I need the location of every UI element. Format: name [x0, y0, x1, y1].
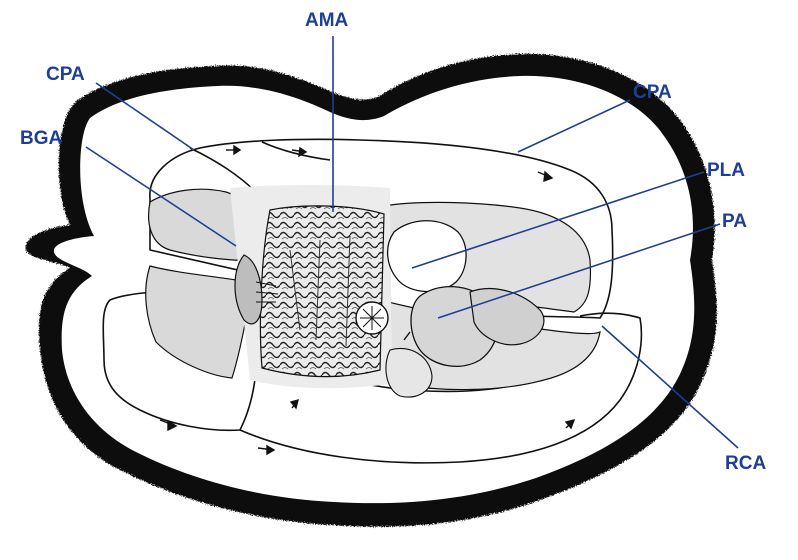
label-cpa-right: CPA — [633, 82, 672, 103]
label-ama: AMA — [305, 10, 349, 31]
label-pla: PLA — [707, 160, 745, 181]
label-rca: RCA — [725, 453, 766, 474]
label-pa: PA — [722, 211, 747, 232]
label-bga: BGA — [20, 128, 63, 149]
label-cpa-left: CPA — [46, 64, 85, 85]
